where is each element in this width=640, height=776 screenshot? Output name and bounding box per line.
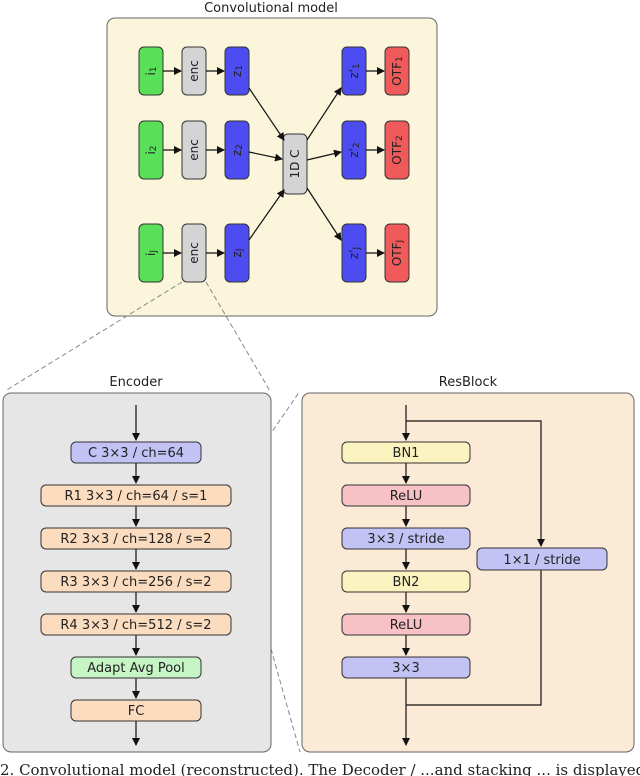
- conv-row-2: i2 enc z2: [138, 120, 250, 180]
- otf-block-j: [384, 223, 410, 283]
- resblock-layer-label: BN1: [393, 446, 420, 461]
- otf-block-2: [384, 120, 410, 180]
- encoder-layer-box: [70, 699, 202, 722]
- otf-label-1: OTF1: [390, 56, 405, 85]
- enc-label-2: enc: [187, 139, 201, 161]
- encoder-layer-label: R3 3×3 / ch=256 / s=2: [60, 575, 211, 590]
- out-latent-label-2: z'2: [347, 142, 362, 157]
- encoder-layer-box: [40, 527, 232, 550]
- resblock-layer-box: [341, 613, 471, 636]
- encoder-layers: C 3×3 / ch=64 R1 3×3 / ch=64 / s=1 R2 3×…: [40, 441, 232, 722]
- latent-block-1: [224, 46, 250, 96]
- encoder-layer-box: [70, 441, 202, 464]
- encoder-layer-label: R4 3×3 / ch=512 / s=2: [60, 618, 211, 633]
- conv-model-arrows: [163, 67, 385, 257]
- input-label-1: i1: [144, 66, 159, 75]
- input-label-j: iJ: [144, 250, 159, 256]
- resblock-layer-box: [341, 656, 471, 679]
- encoder-layer-box: [40, 570, 232, 593]
- conv-row-j: iJ enc zJ: [138, 223, 250, 283]
- resblock-spine: [402, 405, 545, 746]
- resblock-layer-box: [341, 484, 471, 507]
- latent-label-j: zJ: [230, 249, 245, 258]
- otf-label-2: OTF2: [390, 135, 405, 164]
- out-row-j: z'J OTFJ: [341, 223, 410, 283]
- resblock-title: ResBlock: [439, 375, 498, 390]
- out-latent-label-1: z'1: [347, 63, 362, 78]
- encoder-layer-box: [70, 656, 202, 679]
- conv1d-label: 1D C: [288, 149, 302, 178]
- resblock-layer-label: 3×3: [392, 661, 419, 676]
- enc-label-1: enc: [187, 60, 201, 82]
- encoder-layer-label: R1 3×3 / ch=64 / s=1: [65, 489, 208, 504]
- latent-label-2: z2: [230, 144, 245, 156]
- encoder-layer-box: [40, 613, 232, 636]
- resblock-layer-box: [341, 570, 471, 593]
- resblock-layer-label: ReLU: [390, 489, 423, 504]
- resblock-layer-label: ReLU: [390, 618, 423, 633]
- resblock-layer-label: BN2: [393, 575, 420, 590]
- resblock-layer-box: [341, 527, 471, 550]
- encoder-layer-label: C 3×3 / ch=64: [88, 446, 184, 461]
- conv-row-1: i1 enc z1: [138, 46, 250, 96]
- input-label-2: i2: [144, 145, 159, 154]
- otf-label-j: OTFJ: [390, 240, 405, 266]
- figure-caption: 2. Convolutional model (reconstructed). …: [0, 761, 640, 776]
- latent-block-j: [224, 223, 250, 283]
- out-latent-label-j: z'J: [347, 247, 362, 259]
- latent-label-1: z1: [230, 65, 245, 77]
- out-row-2: z'2 OTF2: [341, 120, 410, 180]
- encoder-layer-label: R2 3×3 / ch=128 / s=2: [60, 532, 211, 547]
- encoder-title: Encoder: [109, 375, 163, 390]
- enc-label-j: enc: [187, 242, 201, 264]
- resblock-layers: BN1 ReLU 3×3 / stride BN2 ReLU 3×3 1×1 /…: [341, 441, 608, 679]
- conv1d-block: [282, 133, 308, 195]
- resblock-layer-box: [341, 441, 471, 464]
- encoder-layer-label: Adapt Avg Pool: [87, 661, 184, 676]
- shortcut-box: [476, 547, 608, 571]
- shortcut-label: 1×1 / stride: [503, 553, 580, 568]
- out-row-1: z'1 OTF1: [341, 46, 410, 96]
- encoder-layer-box: [40, 484, 232, 507]
- conv-model-title: Convolutional model: [204, 1, 338, 16]
- otf-block-1: [384, 46, 410, 96]
- latent-block-2: [224, 120, 250, 180]
- encoder-layer-label: FC: [128, 704, 145, 719]
- resblock-layer-label: 3×3 / stride: [367, 532, 444, 547]
